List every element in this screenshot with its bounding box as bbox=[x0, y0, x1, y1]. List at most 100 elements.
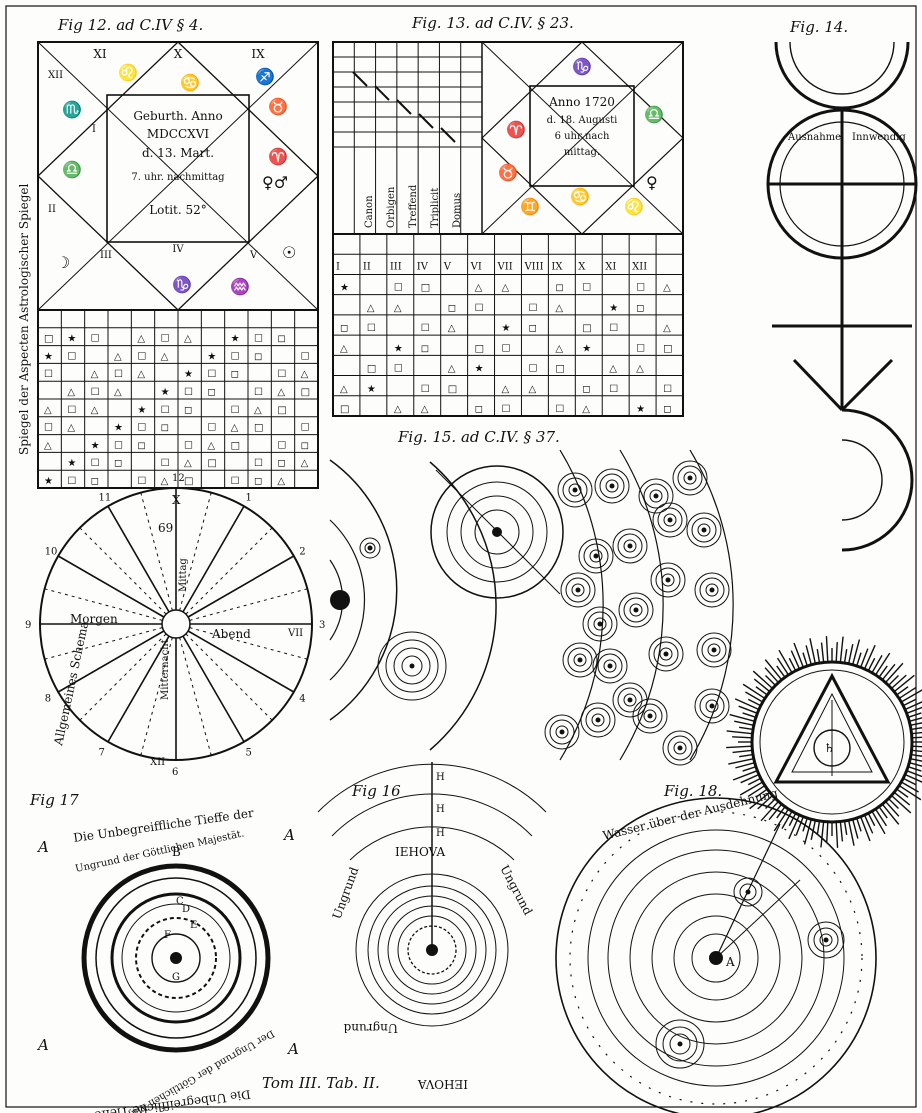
fig12-symbol-leo: ♌ bbox=[118, 63, 138, 82]
figure-17: Fig 17 A A A A Die Unbegreiffliche Tieff… bbox=[29, 791, 299, 1113]
grid-glyph: △ bbox=[114, 351, 122, 362]
grid-glyph: □ bbox=[184, 476, 193, 487]
grid-glyph: ◻ bbox=[663, 404, 671, 415]
wheel-dashed-spoke bbox=[80, 634, 166, 720]
wheel-spoke bbox=[188, 556, 294, 617]
grid-glyph: □ bbox=[340, 404, 349, 415]
grid-glyph: ★ bbox=[67, 334, 76, 345]
fig16-iehova-top: IEHOVA bbox=[395, 845, 445, 859]
grid-glyph: △ bbox=[44, 440, 52, 451]
sun-ray bbox=[827, 822, 828, 842]
fig12-house-ii: II bbox=[48, 204, 56, 215]
wheel-number: 8 bbox=[45, 694, 51, 705]
fig13-line-1: Anno 1720 bbox=[548, 95, 615, 109]
sun-ray bbox=[733, 750, 753, 752]
grid-glyph: △ bbox=[254, 405, 262, 416]
grid-glyph: □ bbox=[582, 323, 591, 334]
grid-glyph: ☐ bbox=[44, 369, 53, 380]
fig12-house-iii: III bbox=[100, 250, 112, 261]
sun-ray bbox=[882, 664, 895, 680]
grid-glyph: △ bbox=[137, 369, 145, 380]
fig12-line-5: Lotit. 52° bbox=[149, 203, 207, 217]
grid-glyph: ☐ bbox=[231, 476, 240, 487]
chain-ring-dot bbox=[666, 578, 671, 583]
fig13-line-2: d. 18. Augusti bbox=[547, 115, 618, 126]
sun-ray bbox=[727, 731, 753, 734]
sun-ray bbox=[912, 736, 922, 737]
figure-16-iehova: Fig 16 IEHOVA IEHOVA Ungrund Ungrund Ung… bbox=[318, 762, 546, 1091]
fig13-symbol-cancer: ♋ bbox=[570, 187, 590, 206]
chain-ring-dot bbox=[688, 476, 693, 481]
figure-14: Fig. 14. Ausnahme Innwendig bbox=[768, 18, 916, 550]
fig12-symbol-venus: ♀♂ bbox=[262, 173, 288, 192]
fig13-symbol-aries: ♈ bbox=[506, 120, 526, 139]
grid-glyph: ◻ bbox=[448, 303, 456, 314]
sun-ray bbox=[810, 638, 815, 663]
grid-glyph: ☐ bbox=[231, 405, 240, 416]
grid-glyph: ★ bbox=[184, 369, 193, 380]
grid-glyph: ☐ bbox=[67, 405, 76, 416]
fig13-col-domus: Domus bbox=[452, 193, 463, 228]
grid-glyph: ☐ bbox=[67, 476, 76, 487]
grid-numeral: VII bbox=[497, 261, 513, 272]
figure-15-orbits bbox=[330, 450, 733, 765]
sun-ray bbox=[836, 822, 837, 848]
wheel-top-symbol: 69 bbox=[158, 521, 173, 535]
chain-ring-dot bbox=[628, 544, 633, 549]
grid-glyph: ◻ bbox=[137, 440, 145, 451]
fig12-symbol-sagittarius: ♐ bbox=[255, 67, 275, 86]
planet-ring-dot bbox=[824, 938, 829, 943]
grid-glyph: ★ bbox=[91, 440, 100, 451]
grid-glyph: ☐ bbox=[394, 364, 403, 375]
grid-glyph: □ bbox=[367, 364, 376, 375]
fig13-symbol-venus: ♀ bbox=[646, 173, 658, 192]
grid-glyph: ◻ bbox=[277, 334, 285, 345]
fig13-aspect-table: IIIIIIIVVVIVIIVIIIIXXXIXII★☐□△△◻☐☐△△△◻☐☐… bbox=[333, 234, 683, 416]
sun-ray bbox=[857, 653, 861, 666]
grid-glyph: ★ bbox=[114, 423, 123, 434]
grid-numeral: IX bbox=[551, 261, 563, 272]
wheel-numeral-x: X bbox=[172, 493, 181, 507]
grid-glyph: ☐ bbox=[254, 458, 263, 469]
grid-glyph: ★ bbox=[367, 384, 376, 395]
grid-glyph: ☐ bbox=[502, 343, 511, 354]
sun-ray bbox=[849, 820, 854, 845]
grid-glyph: △ bbox=[301, 369, 309, 380]
grid-glyph: ★ bbox=[161, 387, 170, 398]
grid-glyph: ☐ bbox=[582, 283, 591, 294]
wheel-number: 1 bbox=[246, 493, 252, 504]
grid-glyph: ◻ bbox=[231, 369, 239, 380]
fig16-letter-h-3: H bbox=[436, 828, 445, 839]
sun-ray bbox=[806, 645, 811, 664]
grid-glyph: □ bbox=[44, 334, 53, 345]
fig12-house-i: I bbox=[92, 124, 96, 135]
grid-glyph: ◻ bbox=[528, 323, 536, 334]
sun-ray bbox=[845, 821, 847, 835]
wheel-dashed-spoke bbox=[45, 628, 163, 660]
wheel-dashed-spoke bbox=[186, 528, 272, 614]
grid-glyph: □ bbox=[301, 387, 310, 398]
grid-glyph: △ bbox=[114, 387, 122, 398]
grid-glyph: ☐ bbox=[184, 440, 193, 451]
grid-numeral: XII bbox=[632, 261, 647, 272]
sun-ray bbox=[908, 713, 921, 717]
planet-chain-rings bbox=[545, 461, 731, 765]
chain-ring-dot bbox=[610, 484, 615, 489]
grid-glyph: ★ bbox=[137, 405, 146, 416]
fig12-symbol-scorpio: ♏ bbox=[62, 100, 82, 119]
grid-numeral: VI bbox=[470, 261, 482, 272]
grid-glyph: △ bbox=[502, 384, 510, 395]
chain-ring-dot bbox=[573, 488, 578, 493]
grid-glyph: ◻ bbox=[91, 476, 99, 487]
figure-12: Fig 12. ad C.IV § 4. Spiegel der Aspecte… bbox=[17, 16, 318, 488]
sun-ray bbox=[886, 801, 899, 816]
wheel-dashed-spoke bbox=[190, 589, 308, 621]
fig12-line-2: MDCCXVI bbox=[147, 127, 209, 141]
fig13-line-4: mittag. bbox=[564, 147, 600, 158]
wheel-number: 11 bbox=[99, 493, 112, 504]
grid-glyph: □ bbox=[555, 364, 564, 375]
grid-glyph: ◻ bbox=[475, 404, 483, 415]
fig13-col-canon: Canon bbox=[364, 195, 375, 228]
grid-glyph: ◻ bbox=[555, 283, 563, 294]
triangle-symbol: ♄ bbox=[824, 741, 835, 755]
